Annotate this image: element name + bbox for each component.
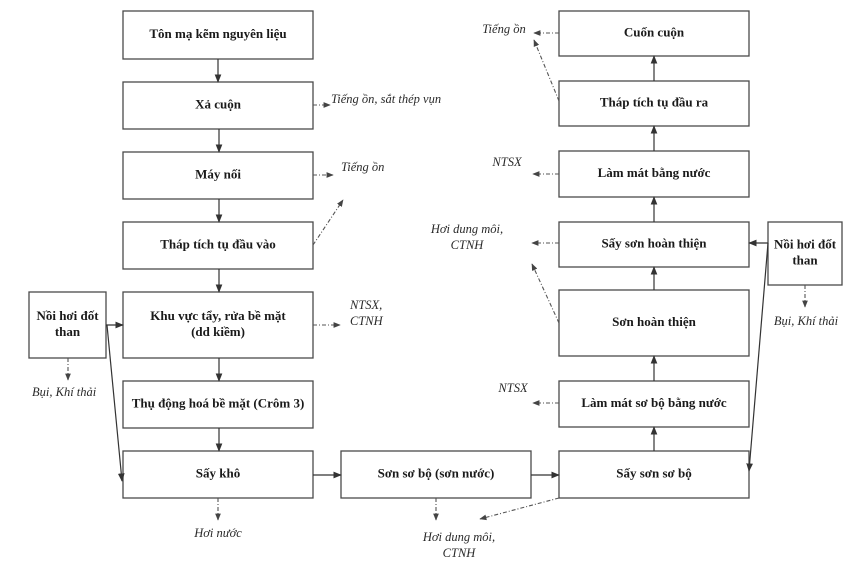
step-box [767,221,843,286]
output-noi-hoi-left-out: Bụi, Khí thải [32,385,97,399]
output-label: Bụi, Khí thải [32,385,97,399]
output-say-son-hoan-thien-out: Hơi dung môi, CTNH [430,222,503,252]
flow-arrow-noi-hoi-right-to-say-son-so-bo [746,242,769,472]
step-label: Thụ động hoá bề mặt (Crôm 3) [132,395,305,410]
output-lam-mat-out: NTSX [491,155,523,169]
step-label: Tôn mạ kẽm nguyên liệu [149,26,286,41]
flow-arrows [106,55,769,482]
output-label: CTNH [443,546,477,560]
output-tay-rua-out: NTSX, CTNH [349,298,384,328]
output-label: Tiếng ồn [341,160,384,174]
step-say-kho: Sấy khô [122,450,314,499]
step-lam-mat-so-bo: Làm mát sơ bộ bằng nước [558,380,750,428]
step-box [122,81,314,130]
step-xa-cuon: Xả cuộn [122,81,314,130]
step-thap-tich-tu-dau-ra: Tháp tích tụ đầu ra [558,80,750,127]
step-label: Cuốn cuộn [624,24,685,39]
emission-arrows [65,30,808,521]
step-box [122,10,314,60]
step-box [558,380,750,428]
emission-arrow-son-hoan-thien-to-say-son-hoan-thien-out [531,263,560,324]
step-box [122,291,314,359]
output-cuon-cuon-out: Tiếng ồn [482,22,525,36]
flow-arrow-noi-hoi-left-to-say-kho [106,324,125,482]
step-thap-tich-tu-dau-vao: Tháp tích tụ đầu vào [122,221,314,270]
step-lam-mat-bang-nuoc: Làm mát bằng nước [558,150,750,198]
step-say-son-so-bo: Sấy sơn sơ bộ [558,450,750,499]
step-ton-ma-kem: Tôn mạ kẽm nguyên liệu [122,10,314,60]
step-label: Nồi hơi đốt [774,236,837,251]
output-label: Bụi, Khí thải [774,314,839,328]
emission-arrow-say-son-so-bo-to-son-so-bo-out [479,497,560,521]
step-label: Xả cuộn [195,96,242,111]
step-label: Sơn sơ bộ (sơn nước) [378,465,495,480]
output-label: CTNH [350,314,384,328]
step-may-noi: Máy nối [122,151,314,200]
step-label: Sơn hoàn thiện [612,314,697,329]
output-xa-cuon-out: Tiếng ồn, sắt thép vụn [331,92,441,106]
output-lam-mat-so-bo-out: NTSX [497,381,529,395]
output-label: Hơi dung môi, [422,530,495,544]
step-label: Sấy sơn hoàn thiện [601,235,707,250]
step-label: Tháp tích tụ đầu vào [160,236,276,251]
output-label: Tiếng ồn [482,22,525,36]
step-say-son-hoan-thien: Sấy sơn hoàn thiện [558,221,750,268]
output-label: Hơi nước [193,526,242,540]
step-label: than [792,252,818,267]
step-label: than [55,324,81,339]
step-label: (dd kiềm) [191,324,245,339]
step-box [558,289,750,357]
step-thu-dong-hoa: Thụ động hoá bề mặt (Crôm 3) [122,380,314,429]
output-label: Tiếng ồn, sắt thép vụn [331,92,441,106]
output-label: NTSX [497,381,529,395]
output-say-kho-out: Hơi nước [193,526,242,540]
output-label: NTSX [491,155,523,169]
step-son-hoan-thien: Sơn hoàn thiện [558,289,750,357]
step-khu-vuc-tay-rua: Khu vực tẩy, rửa bề mặt(dd kiềm) [122,291,314,359]
step-box [558,221,750,268]
output-label: Hơi dung môi, [430,222,503,236]
step-son-so-bo: Sơn sơ bộ (sơn nước) [340,450,532,499]
step-box [122,221,314,270]
step-label: Làm mát sơ bộ bằng nước [581,395,727,410]
step-box [122,380,314,429]
output-son-so-bo-out: Hơi dung môi, CTNH [422,530,495,560]
step-label: Làm mát bằng nước [598,165,711,180]
step-label: Sấy khô [196,465,240,480]
output-noi-hoi-right-out: Bụi, Khí thải [774,314,839,328]
emission-arrow-thap-tich-tu-dau-ra-to-cuon-cuon-out [533,39,560,102]
step-label: Sấy sơn sơ bộ [616,465,691,480]
step-label: Khu vực tẩy, rửa bề mặt [150,308,286,323]
step-box [28,291,107,359]
output-label: CTNH [451,238,485,252]
step-cuon-cuon: Cuốn cuộn [558,10,750,57]
step-label: Tháp tích tụ đầu ra [600,94,709,109]
step-label: Nồi hơi đốt [36,308,99,323]
output-label: NTSX, [349,298,382,312]
output-may-noi-out: Tiếng ồn [341,160,384,174]
emission-arrow-thap-tich-tu-dau-vao-to-may-noi-out [312,199,344,246]
step-label: Máy nối [195,166,241,181]
